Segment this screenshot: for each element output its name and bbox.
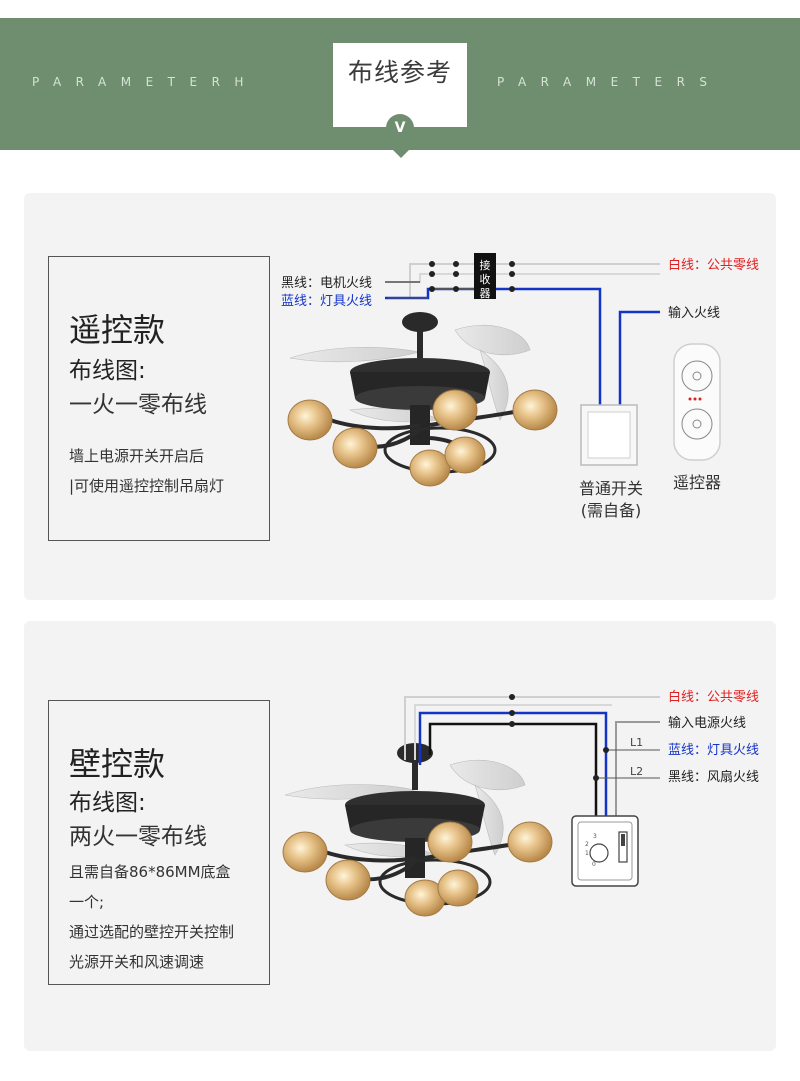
- remote-subtitle: 布线图:: [69, 358, 146, 384]
- wall-desc-line: 通过选配的壁控开关控制: [69, 923, 235, 941]
- remote-title: 遥控款: [69, 311, 166, 349]
- wall-switch-icon: [580, 404, 638, 466]
- dial-digit: 0: [592, 861, 596, 868]
- receiver-box: 接 收 器: [474, 253, 496, 300]
- input-live-label: 输入火线: [668, 305, 720, 321]
- black-wire-label: 黑线：电机火线: [281, 276, 372, 291]
- v-badge-icon: V: [386, 114, 414, 142]
- header-banner: PARAMETERH PARAMETERS 布线参考 V: [0, 0, 800, 150]
- remote-info-box: 遥控款 布线图: 一火一零布线 墙上电源开关开启后 |可使用遥控控制吊扇灯: [48, 256, 270, 541]
- receiver-char: 接: [480, 259, 491, 272]
- wall-desc-line: 一个;: [69, 893, 105, 911]
- wall-desc-line: 光源开关和风速调速: [69, 953, 205, 971]
- header-left-letters: PARAMETERH: [32, 75, 258, 89]
- switch-note: (需自备): [581, 501, 642, 520]
- wall-fan-lamp: [282, 743, 553, 917]
- remote-control-icon: [673, 343, 721, 461]
- header-right-letters: PARAMETERS: [497, 75, 722, 89]
- remote-desc-line: 墙上电源开关开启后: [69, 447, 205, 465]
- page-title: 布线参考: [347, 58, 452, 87]
- receiver-char: 收: [480, 272, 491, 286]
- wall-wires: [404, 694, 660, 816]
- wall-white-wire-label: 白线：公共零线: [668, 689, 759, 705]
- blue-wire-label: 蓝线：灯具火线: [281, 294, 372, 309]
- remote-fan-lamp: [287, 312, 558, 487]
- wall-title: 壁控款: [69, 745, 166, 783]
- remote-desc-line: |可使用遥控控制吊扇灯: [69, 477, 225, 495]
- remote-description: 墙上电源开关开启后 |可使用遥控控制吊扇灯: [69, 441, 224, 501]
- header-top-strip: [0, 0, 800, 18]
- remote-label: 遥控器: [673, 473, 721, 492]
- header-title-box: 布线参考 V: [333, 43, 467, 142]
- switch-label: 普通开关: [579, 479, 643, 498]
- remote-wiring-type: 一火一零布线: [69, 392, 207, 418]
- banner-pointer-icon: [392, 149, 410, 158]
- white-wire-label: 白线：公共零线: [668, 257, 759, 273]
- wall-subtitle: 布线图:: [69, 790, 146, 816]
- wall-control-panel-icon: [571, 815, 639, 887]
- l1-label: L1: [630, 736, 643, 749]
- wall-wiring-type: 两火一零布线: [69, 824, 207, 850]
- wall-info-box: 壁控款 布线图: 两火一零布线 且需自备86*86MM底盒 一个; 通过选配的壁…: [48, 700, 270, 985]
- dial-digit: 3: [593, 833, 597, 840]
- dial-digit: 1: [585, 850, 589, 857]
- receiver-char: 器: [480, 287, 491, 300]
- wall-blue-wire-label: 蓝线：灯具火线: [668, 743, 759, 758]
- l2-label: L2: [630, 765, 643, 778]
- remote-wires: [385, 261, 660, 405]
- wall-desc-line: 且需自备86*86MM底盒: [69, 863, 231, 881]
- wall-input-live-label: 输入电源火线: [668, 715, 746, 731]
- wall-black-wire-label: 黑线：风扇火线: [668, 769, 759, 785]
- wall-description: 且需自备86*86MM底盒 一个; 通过选配的壁控开关控制 光源开关和风速调速: [69, 857, 234, 977]
- dial-digit: 2: [585, 841, 589, 848]
